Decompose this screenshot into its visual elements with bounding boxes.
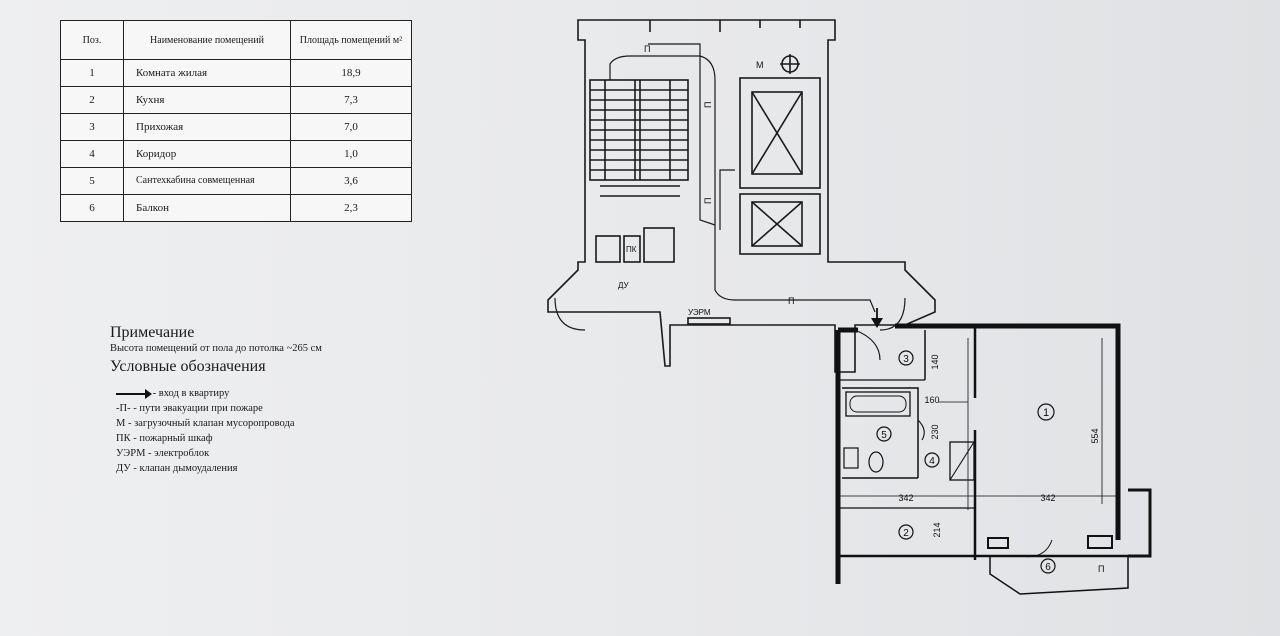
legend-text: - пути эвакуации при пожаре [133, 403, 263, 414]
row-name: Прихожая [123, 113, 291, 141]
row-name: Кухня [123, 86, 291, 114]
row-name: Коридор [123, 140, 291, 168]
legend-symbol: -П- [116, 403, 131, 414]
legend-symbol: М [116, 418, 126, 429]
row-area: 1,0 [290, 140, 412, 168]
dim-342-right: 342 [1040, 493, 1055, 503]
room-number-6: 6 [1045, 562, 1051, 573]
dim-214: 214 [932, 522, 942, 537]
legend-item-entrance: - вход в квартиру [116, 386, 294, 401]
notes-title: Примечание [110, 324, 195, 341]
table-row: 1 Комната жилая 18,9 [60, 59, 412, 87]
legend-item-electric: УЭРМ - электроблок [116, 446, 294, 461]
elevator-small [739, 193, 821, 255]
room-number-3: 3 [903, 354, 909, 365]
dim-160: 160 [924, 395, 939, 405]
row-name: Комната жилая [123, 59, 291, 87]
row-pos: 2 [60, 86, 124, 114]
legend-title: Условные обозначения [110, 358, 266, 375]
table-row: 6 Балкон 2,3 [60, 194, 412, 222]
row-pos: 1 [60, 59, 124, 87]
row-name: Балкон [123, 194, 291, 222]
room-number-5: 5 [881, 430, 887, 441]
room-number-1: 1 [1043, 407, 1049, 419]
legend-symbol: УЭРМ [116, 448, 146, 459]
label-m: М [756, 60, 764, 70]
legend-symbol: ПК [116, 433, 131, 444]
table-row: 5 Сантехкабина совмещенная 3,6 [60, 167, 412, 195]
evacuation-path [609, 55, 876, 313]
table-row: 2 Кухня 7,3 [60, 86, 412, 114]
legend: - вход в квартиру -П- - пути эвакуации п… [116, 386, 294, 476]
legend-text: - электроблок [148, 448, 210, 459]
label-pk: ПК [626, 245, 637, 254]
notes-block: Примечание Высота помещений от пола до п… [110, 324, 322, 377]
dim-554: 554 [1090, 428, 1100, 443]
row-area: 3,6 [290, 167, 412, 195]
legend-text: - вход в квартиру [152, 388, 230, 399]
bathtub [845, 391, 911, 417]
header-pos: Поз. [60, 20, 124, 60]
legend-item-garbage: М - загрузочный клапан мусоропровода [116, 416, 294, 431]
rooms-table: Поз. Наименование помещений Площадь поме… [60, 20, 412, 222]
evac-label: П [788, 296, 794, 306]
dim-140: 140 [930, 354, 940, 369]
elevator-large [739, 77, 821, 189]
core-outline [547, 19, 936, 373]
row-pos: 4 [60, 140, 124, 168]
legend-text: - пожарный шкаф [133, 433, 213, 444]
uerm-box [687, 317, 731, 325]
room-number-4: 4 [929, 456, 935, 467]
evac-label: П [703, 102, 713, 108]
evac-label: П [703, 198, 713, 204]
legend-symbol: ДУ [116, 463, 131, 474]
apartment-outer-wall [835, 323, 1121, 584]
table-row: 3 Прихожая 7,0 [60, 113, 412, 141]
legend-item-smoke: ДУ - клапан дымоудаления [116, 461, 294, 476]
dim-342-left: 342 [898, 493, 913, 503]
bathroom-wall [842, 387, 919, 479]
entrance-arrow-icon [116, 388, 152, 399]
balcony-outline [989, 556, 1129, 595]
label-du: ДУ [618, 281, 630, 290]
row-pos: 6 [60, 194, 124, 222]
table-row: 4 Коридор 1,0 [60, 140, 412, 168]
legend-item-fire-cabinet: ПК - пожарный шкаф [116, 431, 294, 446]
evac-label: П [1098, 564, 1104, 574]
dim-230: 230 [930, 424, 940, 439]
evac-label: П [644, 44, 650, 54]
legend-text: - клапан дымоудаления [133, 463, 238, 474]
legend-item-evacuation: -П- - пути эвакуации при пожаре [116, 401, 294, 416]
label-uerm: УЭРМ [688, 308, 711, 317]
row-area: 2,3 [290, 194, 412, 222]
room-number-2: 2 [903, 528, 909, 539]
legend-text: - загрузочный клапан мусоропровода [127, 418, 295, 429]
height-note: Высота помещений от пола до потолка ~265… [110, 343, 322, 354]
row-area: 18,9 [290, 59, 412, 87]
toilet-icon [868, 451, 884, 473]
table-header-row: Поз. Наименование помещений Площадь поме… [60, 20, 412, 60]
entrance-arrow-icon [871, 308, 883, 328]
